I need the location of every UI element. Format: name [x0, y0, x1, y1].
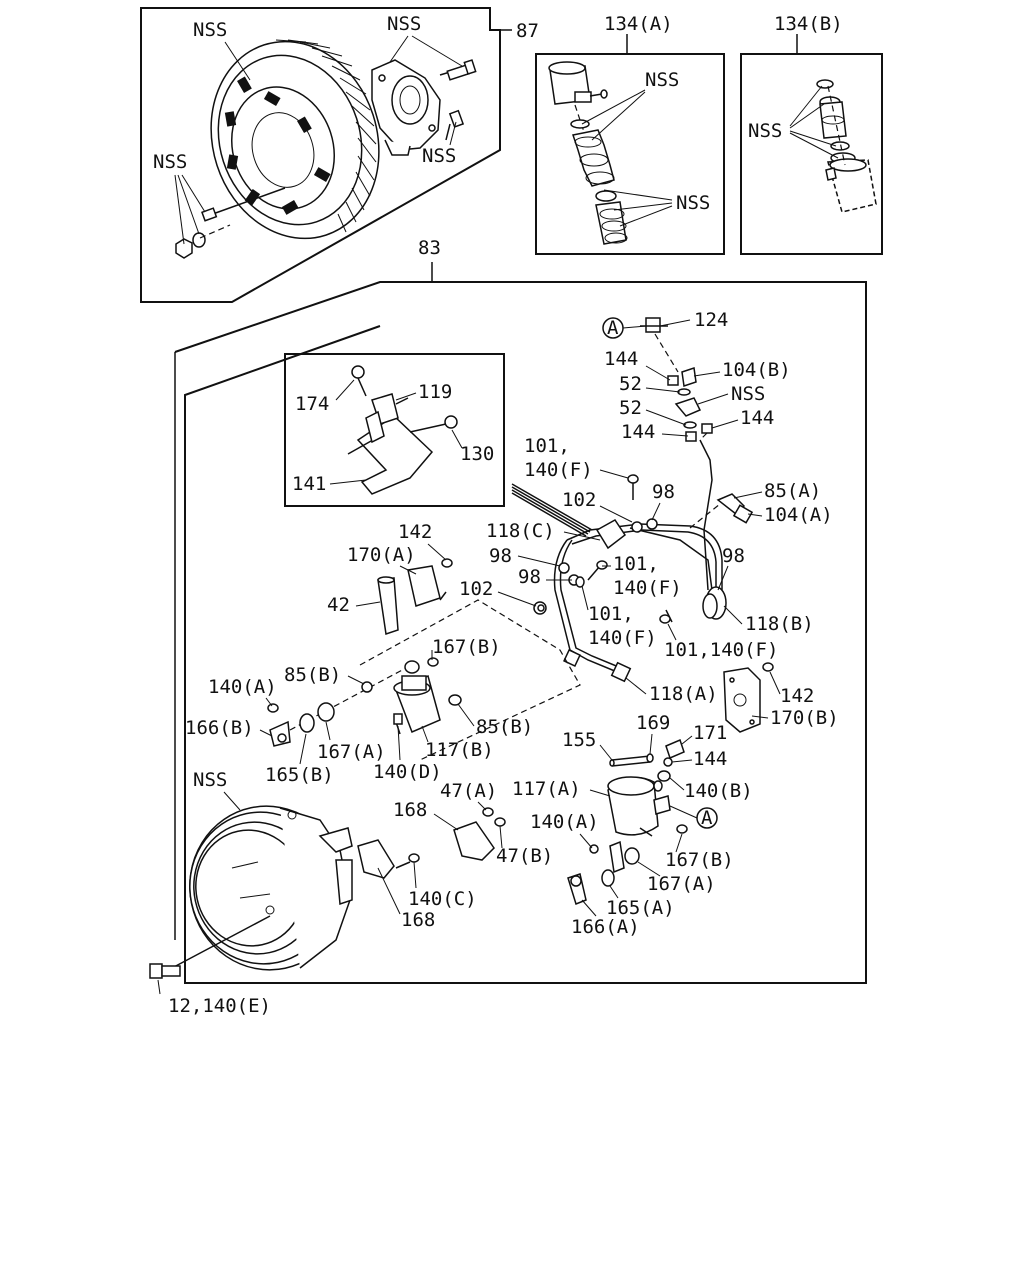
- callout-167a-a: 167(A): [317, 741, 386, 763]
- callout-47b: 47(B): [496, 845, 553, 867]
- callout-140c: 140(C): [408, 888, 477, 910]
- callout-104a: 104(A): [764, 504, 833, 526]
- callout-141: 141: [292, 473, 326, 495]
- callout-119: 119: [418, 381, 452, 403]
- callout-nss-134a-top: NSS: [645, 69, 679, 91]
- callout-140a-a: 140(A): [208, 676, 277, 698]
- callout-nss-housing: NSS: [193, 769, 227, 791]
- generator-housing: [149, 805, 506, 979]
- callout-118a: 118(A): [649, 683, 718, 705]
- callout-102-a: 102: [562, 489, 596, 511]
- callout-nss-134a-bot: NSS: [676, 192, 710, 214]
- callout-102-b: 102: [459, 578, 493, 600]
- callout-140f-b: 140(F): [613, 577, 682, 599]
- callout-174: 174: [295, 393, 329, 415]
- callout-12-140e: 12,140(E): [168, 995, 271, 1017]
- callout-170b: 170(B): [770, 707, 839, 729]
- callout-124: 124: [694, 309, 728, 331]
- callout-171: 171: [693, 722, 727, 744]
- callout-144-c: 144: [621, 421, 655, 443]
- callout-134b: 134(B): [774, 13, 843, 35]
- callout-118b: 118(B): [745, 613, 814, 635]
- callout-nss-fan-bolts: NSS: [153, 151, 187, 173]
- callout-167b-a: 167(B): [432, 636, 501, 658]
- callout-85b-b: 85(B): [476, 716, 533, 738]
- actuator-134b-exploded: [816, 79, 877, 213]
- inset-box-119: 174 119 130 141: [284, 353, 505, 507]
- callout-101-d: 101,140(F): [664, 639, 778, 661]
- callout-167a-b: 167(A): [647, 873, 716, 895]
- callout-101-b: 101,: [613, 553, 659, 575]
- callout-134a: 134(A): [604, 13, 673, 35]
- box-87: [140, 7, 512, 303]
- callout-165a: 165(A): [606, 897, 675, 919]
- solenoid-117a: [567, 738, 688, 905]
- solenoid-117b: [267, 558, 462, 747]
- callout-118c: 118(C): [486, 520, 555, 542]
- callout-85a: 85(A): [764, 480, 821, 502]
- callout-140b: 140(B): [684, 780, 753, 802]
- box-134b: 134(B) NSS: [740, 13, 883, 255]
- callout-nss-134b: NSS: [748, 120, 782, 142]
- callout-ref-a-top: A: [607, 317, 619, 339]
- callout-nss-bracket: NSS: [387, 13, 421, 35]
- sensor-bracket-141: [347, 365, 458, 495]
- callout-167b-b: 167(B): [665, 849, 734, 871]
- callout-98-a: 98: [652, 481, 675, 503]
- callout-168-b: 168: [401, 909, 435, 931]
- drive-end-bracket: [371, 59, 477, 156]
- callout-101-a: 101,: [524, 435, 570, 457]
- callout-140d: 140(D): [373, 761, 442, 783]
- callout-130: 130: [460, 443, 494, 465]
- callout-155: 155: [562, 729, 596, 751]
- callout-52-a: 52: [619, 373, 642, 395]
- callouts-fuel-lines: A 124 144 104(B) 52 NSS 52 144 144 101, …: [459, 309, 833, 705]
- cooling-fan-rotor: [175, 39, 380, 259]
- callout-42: 42: [327, 594, 350, 616]
- callout-nss-fan: NSS: [193, 19, 227, 41]
- callout-101-c: 101,: [588, 603, 634, 625]
- callout-169: 169: [636, 712, 670, 734]
- callouts-housing: NSS 47(A) 168 47(B) 140(C) 168 12,140(E): [157, 769, 553, 1017]
- callout-85b-a: 85(B): [284, 664, 341, 686]
- actuator-134a-exploded: [548, 61, 628, 245]
- callout-87: 87: [516, 20, 539, 42]
- callout-83: 83: [418, 237, 441, 259]
- callouts-solenoid-117b: 142 170(A) 42 167(B) 85(B) 140(A) 166(B)…: [185, 521, 533, 786]
- callout-170a: 170(A): [347, 544, 416, 566]
- callout-166b: 166(B): [185, 717, 254, 739]
- callout-144-a: 144: [604, 348, 638, 370]
- callout-104b: 104(B): [722, 359, 791, 381]
- callout-165b: 165(B): [265, 764, 334, 786]
- callout-140f-c: 140(F): [588, 627, 657, 649]
- fuel-line-assembly: [533, 317, 754, 683]
- callout-166a: 166(A): [571, 916, 640, 938]
- callouts-solenoid-117a: 155 169 171 144 117(A) 140(B) 140(A) A 1…: [512, 712, 753, 938]
- leader-arrow-hatched: [511, 483, 593, 537]
- callout-168-a: 168: [393, 799, 427, 821]
- callout-52-b: 52: [619, 397, 642, 419]
- callout-142-b: 142: [780, 685, 814, 707]
- callout-nss-bracket-bolt: NSS: [422, 145, 456, 167]
- callout-98-b: 98: [489, 545, 512, 567]
- callout-98-d: 98: [518, 566, 541, 588]
- box-134a: 134(A) NSS NSS: [535, 13, 725, 255]
- callout-144-d: 144: [693, 748, 727, 770]
- callout-98-c: 98: [722, 545, 745, 567]
- callout-ref-a-bot: A: [701, 807, 713, 829]
- callout-117b: 117(B): [425, 739, 494, 761]
- callout-142-a: 142: [398, 521, 432, 543]
- callout-140f-a: 140(F): [524, 459, 593, 481]
- callout-47a: 47(A): [440, 780, 497, 802]
- plate-170b: 142 170(B): [723, 662, 839, 733]
- callout-144-b: 144: [740, 407, 774, 429]
- callout-117a: 117(A): [512, 778, 581, 800]
- callouts-87: NSS NSS NSS NSS 87: [153, 13, 539, 245]
- box-83: 83: [174, 237, 867, 984]
- callout-nss-mid: NSS: [731, 383, 765, 405]
- callout-140a-b: 140(A): [530, 811, 599, 833]
